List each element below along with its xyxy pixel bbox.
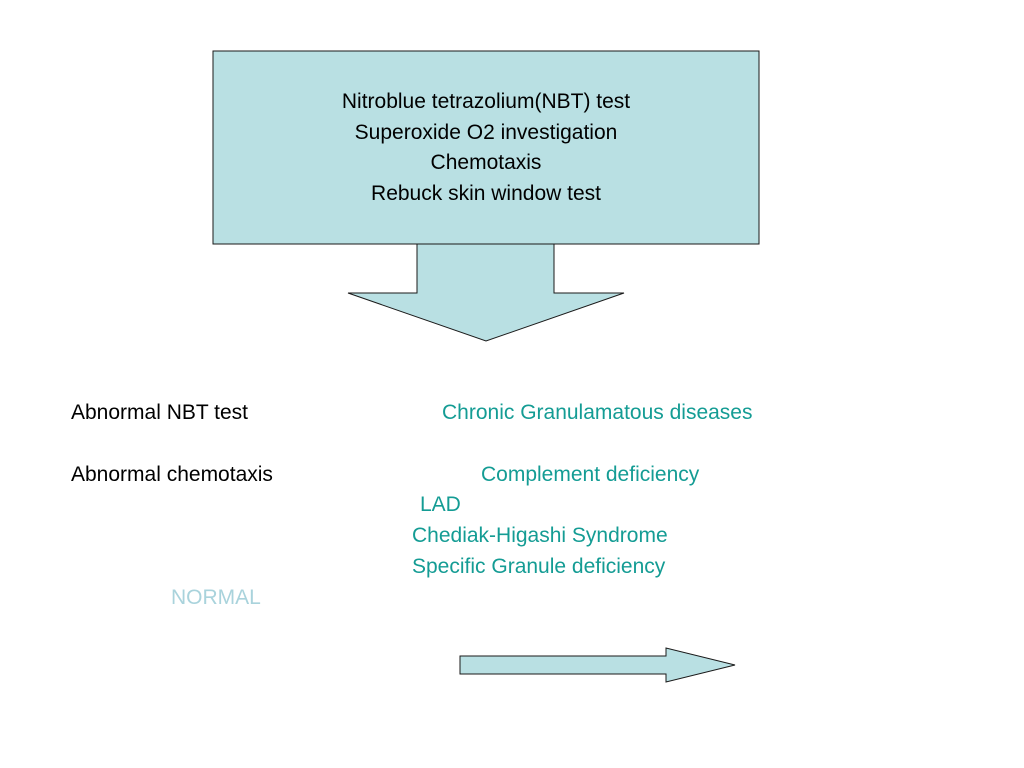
- tests-box-text: Nitroblue tetrazolium(NBT) test Superoxi…: [213, 87, 759, 209]
- result-chronic-granulomatous: Chronic Granulamatous diseases: [442, 401, 753, 424]
- test-superoxide: Superoxide O2 investigation: [354, 120, 618, 144]
- label-normal: NORMAL: [171, 586, 261, 609]
- result-complement-deficiency: Complement deficiency: [481, 463, 700, 486]
- result-lad: LAD: [420, 493, 461, 516]
- test-nbt: Nitroblue tetrazolium(NBT) test: [341, 90, 631, 113]
- result-specific-granule: Specific Granule deficiency: [412, 555, 666, 578]
- down-arrow: [347, 243, 625, 342]
- result-chediak-higashi: Chediak-Higashi Syndrome: [412, 524, 668, 547]
- test-rebuck: Rebuck skin window test: [371, 181, 601, 205]
- label-abnormal-chemotaxis: Abnormal chemotaxis: [71, 463, 273, 486]
- label-abnormal-nbt: Abnormal NBT test: [71, 401, 249, 424]
- right-arrow: [459, 647, 736, 683]
- test-chemotaxis: Chemotaxis: [430, 151, 542, 174]
- tests-box: [212, 50, 760, 245]
